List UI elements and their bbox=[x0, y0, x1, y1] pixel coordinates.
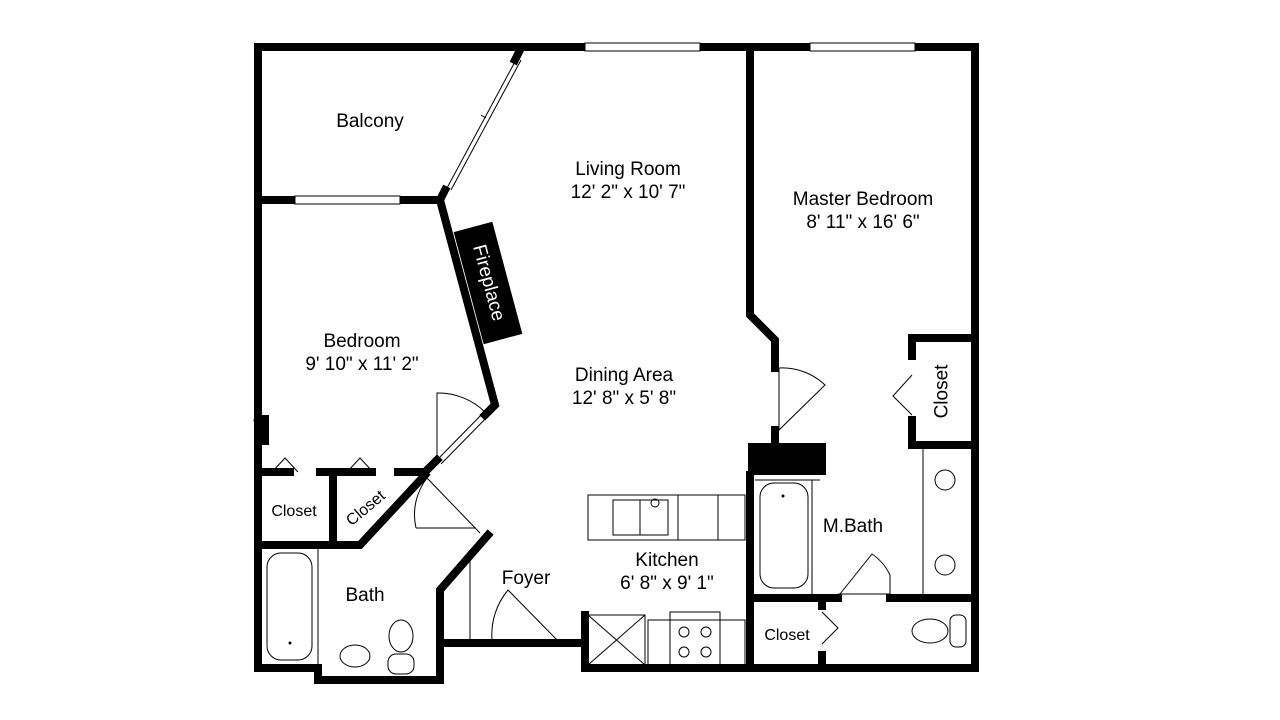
room-size: 12' 8" x 5' 8" bbox=[571, 388, 677, 409]
kitchen-fixtures bbox=[587, 494, 746, 666]
room-name: Master Bedroom bbox=[792, 189, 934, 210]
wall-block bbox=[748, 443, 826, 475]
doors bbox=[271, 367, 913, 645]
room-closet-1: Closet bbox=[271, 500, 316, 523]
room-size: 12' 2" x 10' 7" bbox=[570, 182, 686, 203]
room-name: Foyer bbox=[501, 568, 551, 589]
room-name: Closet bbox=[931, 364, 953, 419]
room-bath: Bath bbox=[345, 584, 384, 607]
bath-fixtures bbox=[266, 449, 967, 675]
room-closet-3: Closet bbox=[764, 624, 809, 647]
walls bbox=[254, 43, 979, 684]
room-size: 8' 11" x 16' 6" bbox=[806, 212, 920, 233]
room-name: Balcony bbox=[336, 111, 404, 132]
room-master-bath: M.Bath bbox=[823, 515, 883, 538]
room-master-closet: Closet bbox=[931, 365, 954, 419]
windows bbox=[253, 42, 916, 422]
fireplace-block: Fireplace bbox=[453, 221, 523, 345]
room-name: Living Room bbox=[575, 159, 681, 180]
room-name: Bath bbox=[345, 585, 385, 606]
room-name: M.Bath bbox=[822, 516, 884, 537]
room-name: Dining Area bbox=[574, 365, 674, 386]
room-size: 6' 8" x 9' 1" bbox=[620, 573, 714, 594]
sliding-door bbox=[446, 57, 522, 191]
room-name: Kitchen bbox=[635, 550, 699, 571]
room-name: Closet bbox=[764, 627, 810, 644]
room-size: 9' 10" x 11' 2" bbox=[305, 354, 419, 375]
room-name: Bedroom bbox=[323, 331, 401, 352]
room-balcony: Balcony bbox=[336, 110, 404, 133]
room-foyer: Foyer bbox=[502, 567, 551, 590]
room-name: Closet bbox=[271, 503, 317, 520]
